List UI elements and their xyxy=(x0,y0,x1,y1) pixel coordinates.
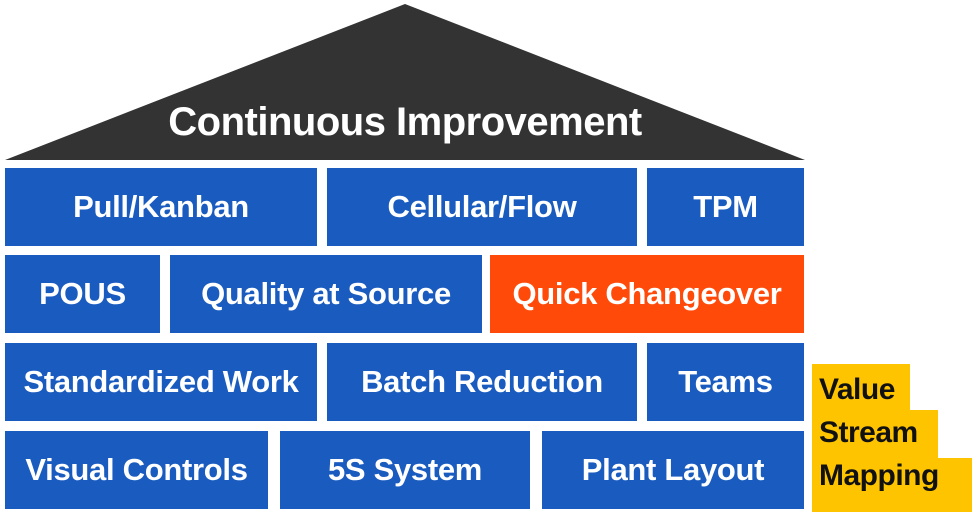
block-batch-reduction: Batch Reduction xyxy=(327,343,637,421)
block-plant-layout: Plant Layout xyxy=(542,431,804,509)
block-quality-at-source: Quality at Source xyxy=(170,255,482,333)
block-visual-controls: Visual Controls xyxy=(5,431,268,509)
block-quick-changeover: Quick Changeover xyxy=(490,255,804,333)
block-tpm: TPM xyxy=(647,168,804,246)
block-5s-system: 5S System xyxy=(280,431,530,509)
block-standardized-work: Standardized Work xyxy=(5,343,317,421)
roof-triangle xyxy=(5,4,805,160)
value-stream-line-1: Value xyxy=(819,373,895,406)
value-stream-mapping-label: Value Stream Mapping xyxy=(819,368,939,497)
block-cellular-flow: Cellular/Flow xyxy=(327,168,637,246)
block-pous: POUS xyxy=(5,255,160,333)
roof-title: Continuous Improvement xyxy=(168,100,642,144)
block-pull-kanban: Pull/Kanban xyxy=(5,168,317,246)
roof-shape xyxy=(5,4,805,160)
value-stream-step-3 xyxy=(812,458,972,512)
value-stream-line-3: Mapping xyxy=(819,459,939,492)
block-teams: Teams xyxy=(647,343,804,421)
value-stream-line-2: Stream xyxy=(819,416,918,449)
